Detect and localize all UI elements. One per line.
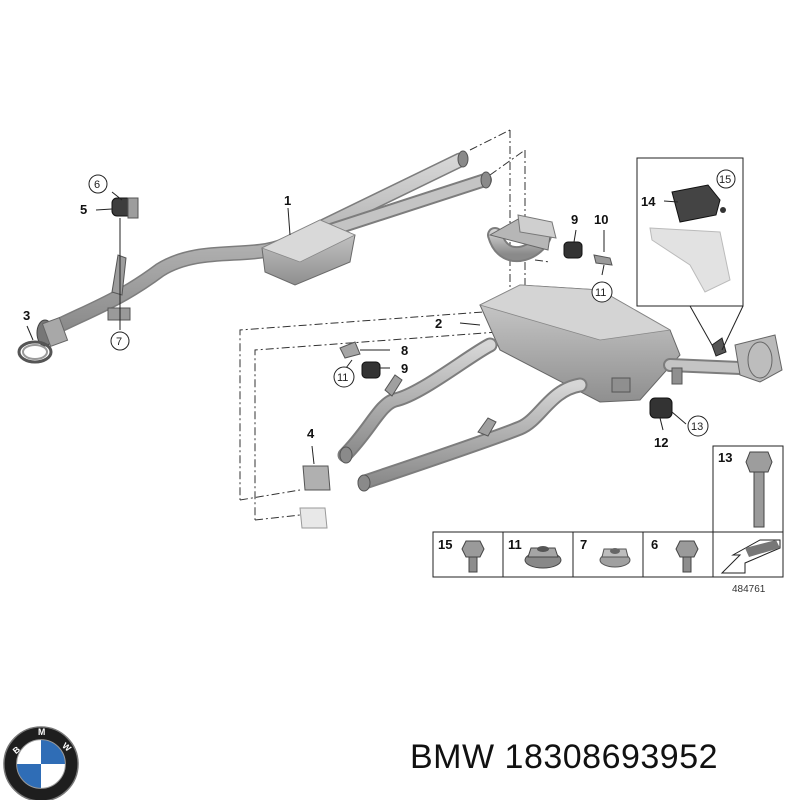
callout-1: 1 [284, 193, 291, 208]
legend-label-15: 15 [438, 537, 452, 552]
callout-11-upper-circle [591, 281, 613, 303]
legend-label-11: 11 [508, 537, 522, 552]
legend-label-13: 13 [718, 450, 732, 465]
callout-15: 15 [719, 174, 731, 186]
collar-nut-11-icon [524, 546, 562, 569]
callout-13-circle [687, 415, 709, 437]
front-pipe-assembly [36, 150, 492, 347]
clamp-part [17, 340, 53, 364]
assembly-dash-lines [239, 129, 551, 521]
long-bolt-13-icon [745, 451, 773, 528]
collar-nut-7-icon [599, 548, 631, 568]
callout-3: 3 [23, 308, 30, 323]
reference-number: 484761 [732, 584, 766, 595]
callout-10: 10 [594, 212, 608, 227]
callout-11-middle: 11 [337, 372, 348, 384]
exhaust-diagram: 1 6 5 3 7 2 8 9 11 4 9 10 11 12 13 14 15… [17, 129, 784, 595]
direction-arrow-icon [720, 539, 781, 574]
callout-6-circle [88, 174, 108, 194]
callouts: 1 6 5 3 7 2 8 9 11 4 9 10 11 12 13 14 15 [23, 169, 736, 450]
callout-15-circle [716, 169, 736, 189]
rubber-mount-middle [339, 341, 381, 379]
callout-5: 5 [80, 202, 87, 217]
hex-bolt-15-icon [461, 540, 485, 573]
leader-lines [26, 191, 687, 465]
callout-9-middle: 9 [401, 361, 408, 376]
callout-4: 4 [307, 426, 315, 441]
callout-6: 6 [94, 179, 100, 191]
callout-14: 14 [641, 194, 656, 209]
callout-11-middle-circle [333, 366, 355, 388]
clamp-bracket [299, 465, 331, 529]
rubber-mount-upper [563, 241, 613, 266]
rubber-mount-rear [649, 397, 673, 419]
callout-8: 8 [401, 343, 408, 358]
rear-muffler-assembly [337, 214, 783, 492]
callout-9-upper: 9 [571, 212, 578, 227]
legend-label-6: 6 [651, 537, 658, 552]
callout-13: 13 [691, 421, 703, 433]
bmw-logo-icon: B M W [3, 726, 79, 800]
svg-text:B: B [11, 744, 22, 756]
callout-11-upper: 11 [595, 287, 606, 299]
callout-7: 7 [116, 336, 122, 348]
callout-12: 12 [654, 435, 668, 450]
callout-2: 2 [435, 316, 442, 331]
hex-bolt-6-icon [675, 540, 699, 573]
callout-7-circle [110, 331, 130, 351]
svg-text:M: M [38, 727, 45, 737]
bracket-rubber-front [111, 197, 139, 219]
brand-part-number: BMW 18308693952 [410, 738, 719, 776]
legend-label-7: 7 [580, 537, 587, 552]
fastener-legend: 15 11 7 6 13 [432, 445, 784, 595]
